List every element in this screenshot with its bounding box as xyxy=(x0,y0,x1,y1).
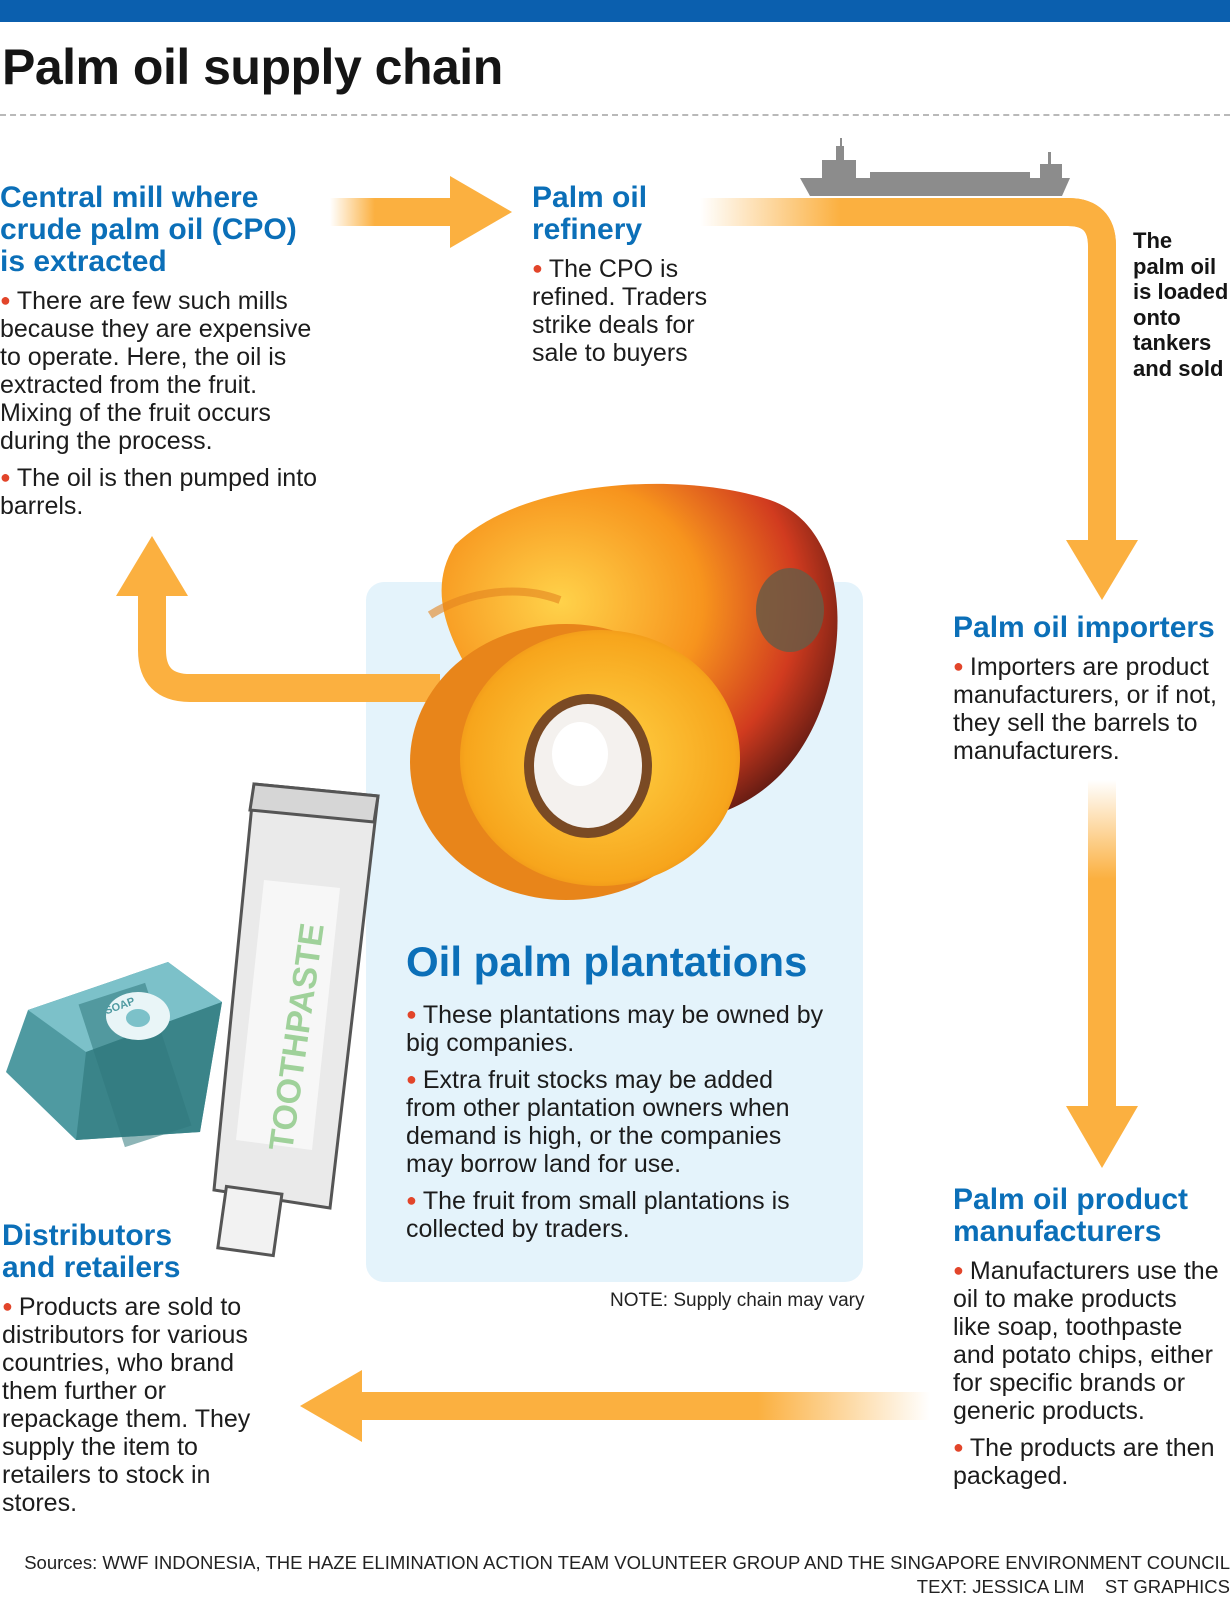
supply-chain-note: NOTE: Supply chain may vary xyxy=(610,1290,865,1311)
importers-heading: Palm oil importers xyxy=(953,611,1215,644)
arrow-plantations-to-mill xyxy=(116,536,440,702)
refinery-bullet-1: ●The CPO is refined. Traders strike deal… xyxy=(532,255,708,367)
credit-graphics: ST GRAPHICS xyxy=(1104,1576,1230,1597)
arrow-manufacturers-to-distributors xyxy=(300,1370,930,1442)
plantations-heading: Oil palm plantations xyxy=(406,938,808,985)
plantations-text: ●These plantations may be owned by big c… xyxy=(406,1000,826,1251)
toothpaste-illustration: TOOTHPASTE xyxy=(212,782,380,1258)
distributors-bullet-1: ●Products are sold to distributors for v… xyxy=(2,1293,251,1517)
page-title: Palm oil supply chain xyxy=(2,39,503,95)
tanker-ship-icon xyxy=(800,138,1070,196)
arrow-refinery-to-importers xyxy=(700,198,1138,600)
manufacturers-bullet-1: ●Manufacturers use the oil to make produ… xyxy=(953,1257,1219,1425)
tanker-label: The palm oil is loaded onto tankers and … xyxy=(1133,228,1229,381)
importers-text: ●Importers are product manufacturers, or… xyxy=(953,652,1229,773)
plantations-bullet-3: ●The fruit from small plantations is col… xyxy=(406,1187,790,1243)
plantations-bullet-1: ●These plantations may be owned by big c… xyxy=(406,1001,824,1057)
sources-line: Sources: WWF INDONESIA, THE HAZE ELIMINA… xyxy=(24,1552,1230,1573)
mill-text: ●There are few such mills because they a… xyxy=(0,286,330,528)
importers-bullet-1: ●Importers are product manufacturers, or… xyxy=(953,653,1218,765)
credit-line: TEXT: JESSICA LIM ST GRAPHICS xyxy=(917,1576,1230,1598)
distributors-heading: Distributors and retailers xyxy=(2,1219,181,1284)
palm-fruit-illustration xyxy=(410,483,838,900)
mill-bullet-1: ●There are few such mills because they a… xyxy=(0,287,312,455)
plantations-bullet-2: ●Extra fruit stocks may be added from ot… xyxy=(406,1066,790,1178)
arrow-mill-to-refinery xyxy=(330,176,512,248)
credit-text: TEXT: JESSICA LIM xyxy=(916,1576,1085,1597)
refinery-heading: Palm oil refinery xyxy=(532,181,648,246)
title-divider xyxy=(0,114,1230,116)
manufacturers-text: ●Manufacturers use the oil to make produ… xyxy=(953,1256,1221,1498)
mill-bullet-2: ●The oil is then pumped into barrels. xyxy=(0,464,318,520)
soap-illustration: SOAP xyxy=(6,962,222,1148)
refinery-text: ●The CPO is refined. Traders strike deal… xyxy=(532,254,722,375)
distributors-text: ●Products are sold to distributors for v… xyxy=(2,1292,274,1525)
mill-heading: Central mill where crude palm oil (CPO) … xyxy=(0,181,297,278)
manufacturers-bullet-2: ●The products are then packaged. xyxy=(953,1434,1215,1490)
top-color-bar xyxy=(0,0,1230,22)
arrow-importers-to-manufacturers xyxy=(1066,780,1138,1168)
manufacturers-heading: Palm oil product manufacturers xyxy=(953,1183,1189,1248)
